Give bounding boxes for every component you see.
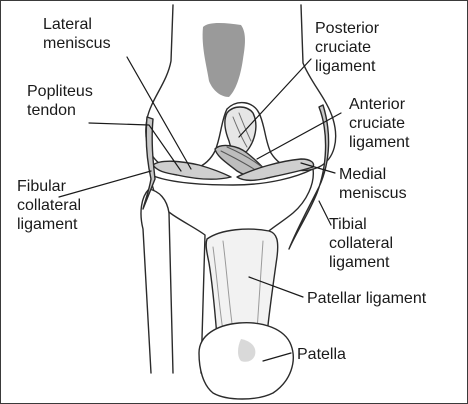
patellar-ligament-label: Patellar ligament bbox=[307, 289, 426, 308]
tibial-collateral-ligament-label: Tibial collateral ligament bbox=[329, 215, 393, 272]
posterior-cruciate-ligament-label: Posterior cruciate ligament bbox=[315, 19, 379, 76]
patella-label: Patella bbox=[297, 345, 346, 364]
popliteus-tendon-label: Popliteus tendon bbox=[27, 82, 93, 120]
fibular-collateral-ligament-label: Fibular collateral ligament bbox=[17, 177, 81, 234]
medial-meniscus-label: Medial meniscus bbox=[339, 165, 407, 203]
lateral-meniscus bbox=[153, 161, 231, 179]
anterior-cruciate-ligament-label: Anterior cruciate ligament bbox=[349, 95, 409, 152]
lateral-meniscus-label: Lateral meniscus bbox=[43, 15, 111, 53]
fibula bbox=[141, 189, 173, 373]
